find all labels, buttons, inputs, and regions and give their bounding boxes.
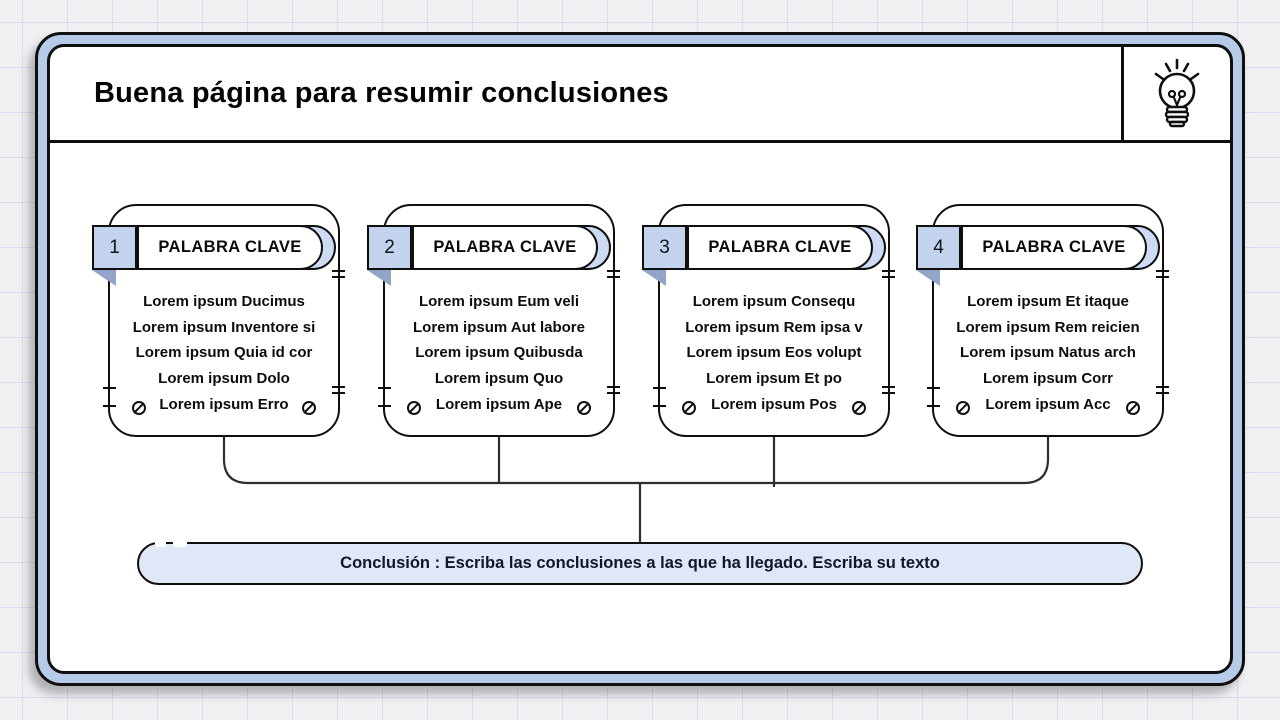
sketch-tick: [882, 386, 895, 388]
sketch-tick: [882, 270, 895, 272]
card-text-line: Lorem ipsum Rem reicien: [956, 318, 1140, 336]
card-text-line: Lorem ipsum Quibusda: [415, 344, 583, 362]
sketch-border-gap: [173, 542, 187, 547]
card-number: 1: [109, 236, 120, 258]
slashed-circle-screw-icon: [407, 401, 421, 415]
card-text-line: Lorem ipsum Natus arch: [960, 344, 1136, 362]
card-text-line: Lorem ipsum Corr: [982, 370, 1114, 388]
card-text-block: Lorem ipsum Eum veli Lorem ipsum Aut lab…: [385, 289, 613, 418]
card-header-label: PALABRA CLAVE: [982, 238, 1126, 256]
slashed-circle-screw-icon: [132, 401, 146, 415]
card-header-pill: PALABRA CLAVE: [961, 225, 1147, 270]
sketch-tick: [882, 276, 895, 278]
sketch-tick: [607, 392, 620, 394]
sketch-tick: [607, 386, 620, 388]
sketch-tick: [1156, 270, 1169, 272]
sketch-tick: [332, 270, 345, 272]
sketch-tick: [378, 387, 391, 389]
slashed-circle-screw-icon: [956, 401, 970, 415]
card-text-line: Lorem ipsum Eos volupt: [686, 344, 862, 362]
sketch-tick: [927, 405, 940, 407]
keyword-card-3: 3 PALABRA CLAVE Lorem ipsum Consequ Lore…: [642, 204, 895, 437]
sketch-tick: [653, 387, 666, 389]
title-cell: Buena página para resumir conclusiones: [50, 47, 1121, 140]
sketch-tick: [1156, 386, 1169, 388]
sketch-tick: [332, 386, 345, 388]
card-header-pill: PALABRA CLAVE: [137, 225, 323, 270]
card-text-block: Lorem ipsum Consequ Lorem ipsum Rem ipsa…: [660, 289, 888, 418]
card-number-badge: 1: [92, 225, 137, 270]
card-text-block: Lorem ipsum Et itaque Lorem ipsum Rem re…: [934, 289, 1162, 418]
conclusion-text: Conclusión : Escriba las conclusiones a …: [340, 554, 940, 572]
sketch-tick: [927, 387, 940, 389]
card-text-line: Lorem ipsum Acc: [985, 395, 1111, 413]
slashed-circle-screw-icon: [852, 401, 866, 415]
card-number-badge: 4: [916, 225, 961, 270]
card-text-line: Lorem ipsum Et po: [706, 370, 842, 388]
keyword-card-2: 2 PALABRA CLAVE Lorem ipsum Eum veli Lor…: [367, 204, 620, 437]
card-text-line: Lorem ipsum Erro: [159, 395, 289, 413]
card-number: 3: [659, 236, 670, 258]
sketch-tick: [607, 276, 620, 278]
keyword-card-4: 4 PALABRA CLAVE Lorem ipsum Et itaque Lo…: [916, 204, 1169, 437]
card-text-line: Lorem ipsum Ape: [435, 395, 563, 413]
page-title: Buena página para resumir conclusiones: [94, 77, 669, 109]
card-text-line: Lorem ipsum Et itaque: [967, 293, 1129, 310]
sketch-tick: [653, 405, 666, 407]
sketch-tick: [607, 270, 620, 272]
header-icon-cell: [1121, 47, 1230, 140]
card-number-badge: 3: [642, 225, 687, 270]
card-text-line: Lorem ipsum Pos: [711, 395, 837, 413]
card-header-pill: PALABRA CLAVE: [412, 225, 598, 270]
card-number-badge: 2: [367, 225, 412, 270]
card-header-label: PALABRA CLAVE: [158, 238, 302, 256]
slashed-circle-screw-icon: [577, 401, 591, 415]
card-number: 2: [384, 236, 395, 258]
sketch-tick: [1156, 392, 1169, 394]
sketch-tick: [332, 392, 345, 394]
lightbulb-icon: [1154, 58, 1200, 127]
conclusion-bar: Conclusión : Escriba las conclusiones a …: [137, 542, 1143, 585]
slashed-circle-screw-icon: [302, 401, 316, 415]
sketch-tick: [882, 392, 895, 394]
sketch-tick: [378, 405, 391, 407]
card-number: 4: [933, 236, 944, 258]
card-text-line: Lorem ipsum Quia id cor: [135, 344, 313, 362]
card-text-line: Lorem ipsum Consequ: [692, 293, 856, 310]
sketch-border-gap: [155, 542, 166, 547]
keyword-card-1: 1 PALABRA CLAVE Lorem ipsum Ducimus Lore…: [92, 204, 345, 437]
card-text-line: Lorem ipsum Rem ipsa v: [685, 318, 863, 336]
slashed-circle-screw-icon: [1126, 401, 1140, 415]
card-text-line: Lorem ipsum Dolo: [158, 370, 290, 388]
card-text-block: Lorem ipsum Ducimus Lorem ipsum Inventor…: [110, 289, 338, 418]
card-text-line: Lorem ipsum Aut labore: [413, 318, 585, 336]
sketch-tick: [103, 387, 116, 389]
card-text-line: Lorem ipsum Ducimus: [143, 293, 305, 310]
header-bar: Buena página para resumir conclusiones: [50, 47, 1230, 143]
sketch-tick: [332, 276, 345, 278]
sketch-tick: [1156, 276, 1169, 278]
sketch-tick: [103, 405, 116, 407]
slashed-circle-screw-icon: [682, 401, 696, 415]
card-text-line: Lorem ipsum Inventore si: [132, 318, 316, 336]
card-header-label: PALABRA CLAVE: [433, 238, 577, 256]
card-header-pill: PALABRA CLAVE: [687, 225, 873, 270]
card-text-line: Lorem ipsum Eum veli: [418, 293, 580, 310]
card-header-label: PALABRA CLAVE: [708, 238, 852, 256]
card-text-line: Lorem ipsum Quo: [434, 370, 564, 388]
